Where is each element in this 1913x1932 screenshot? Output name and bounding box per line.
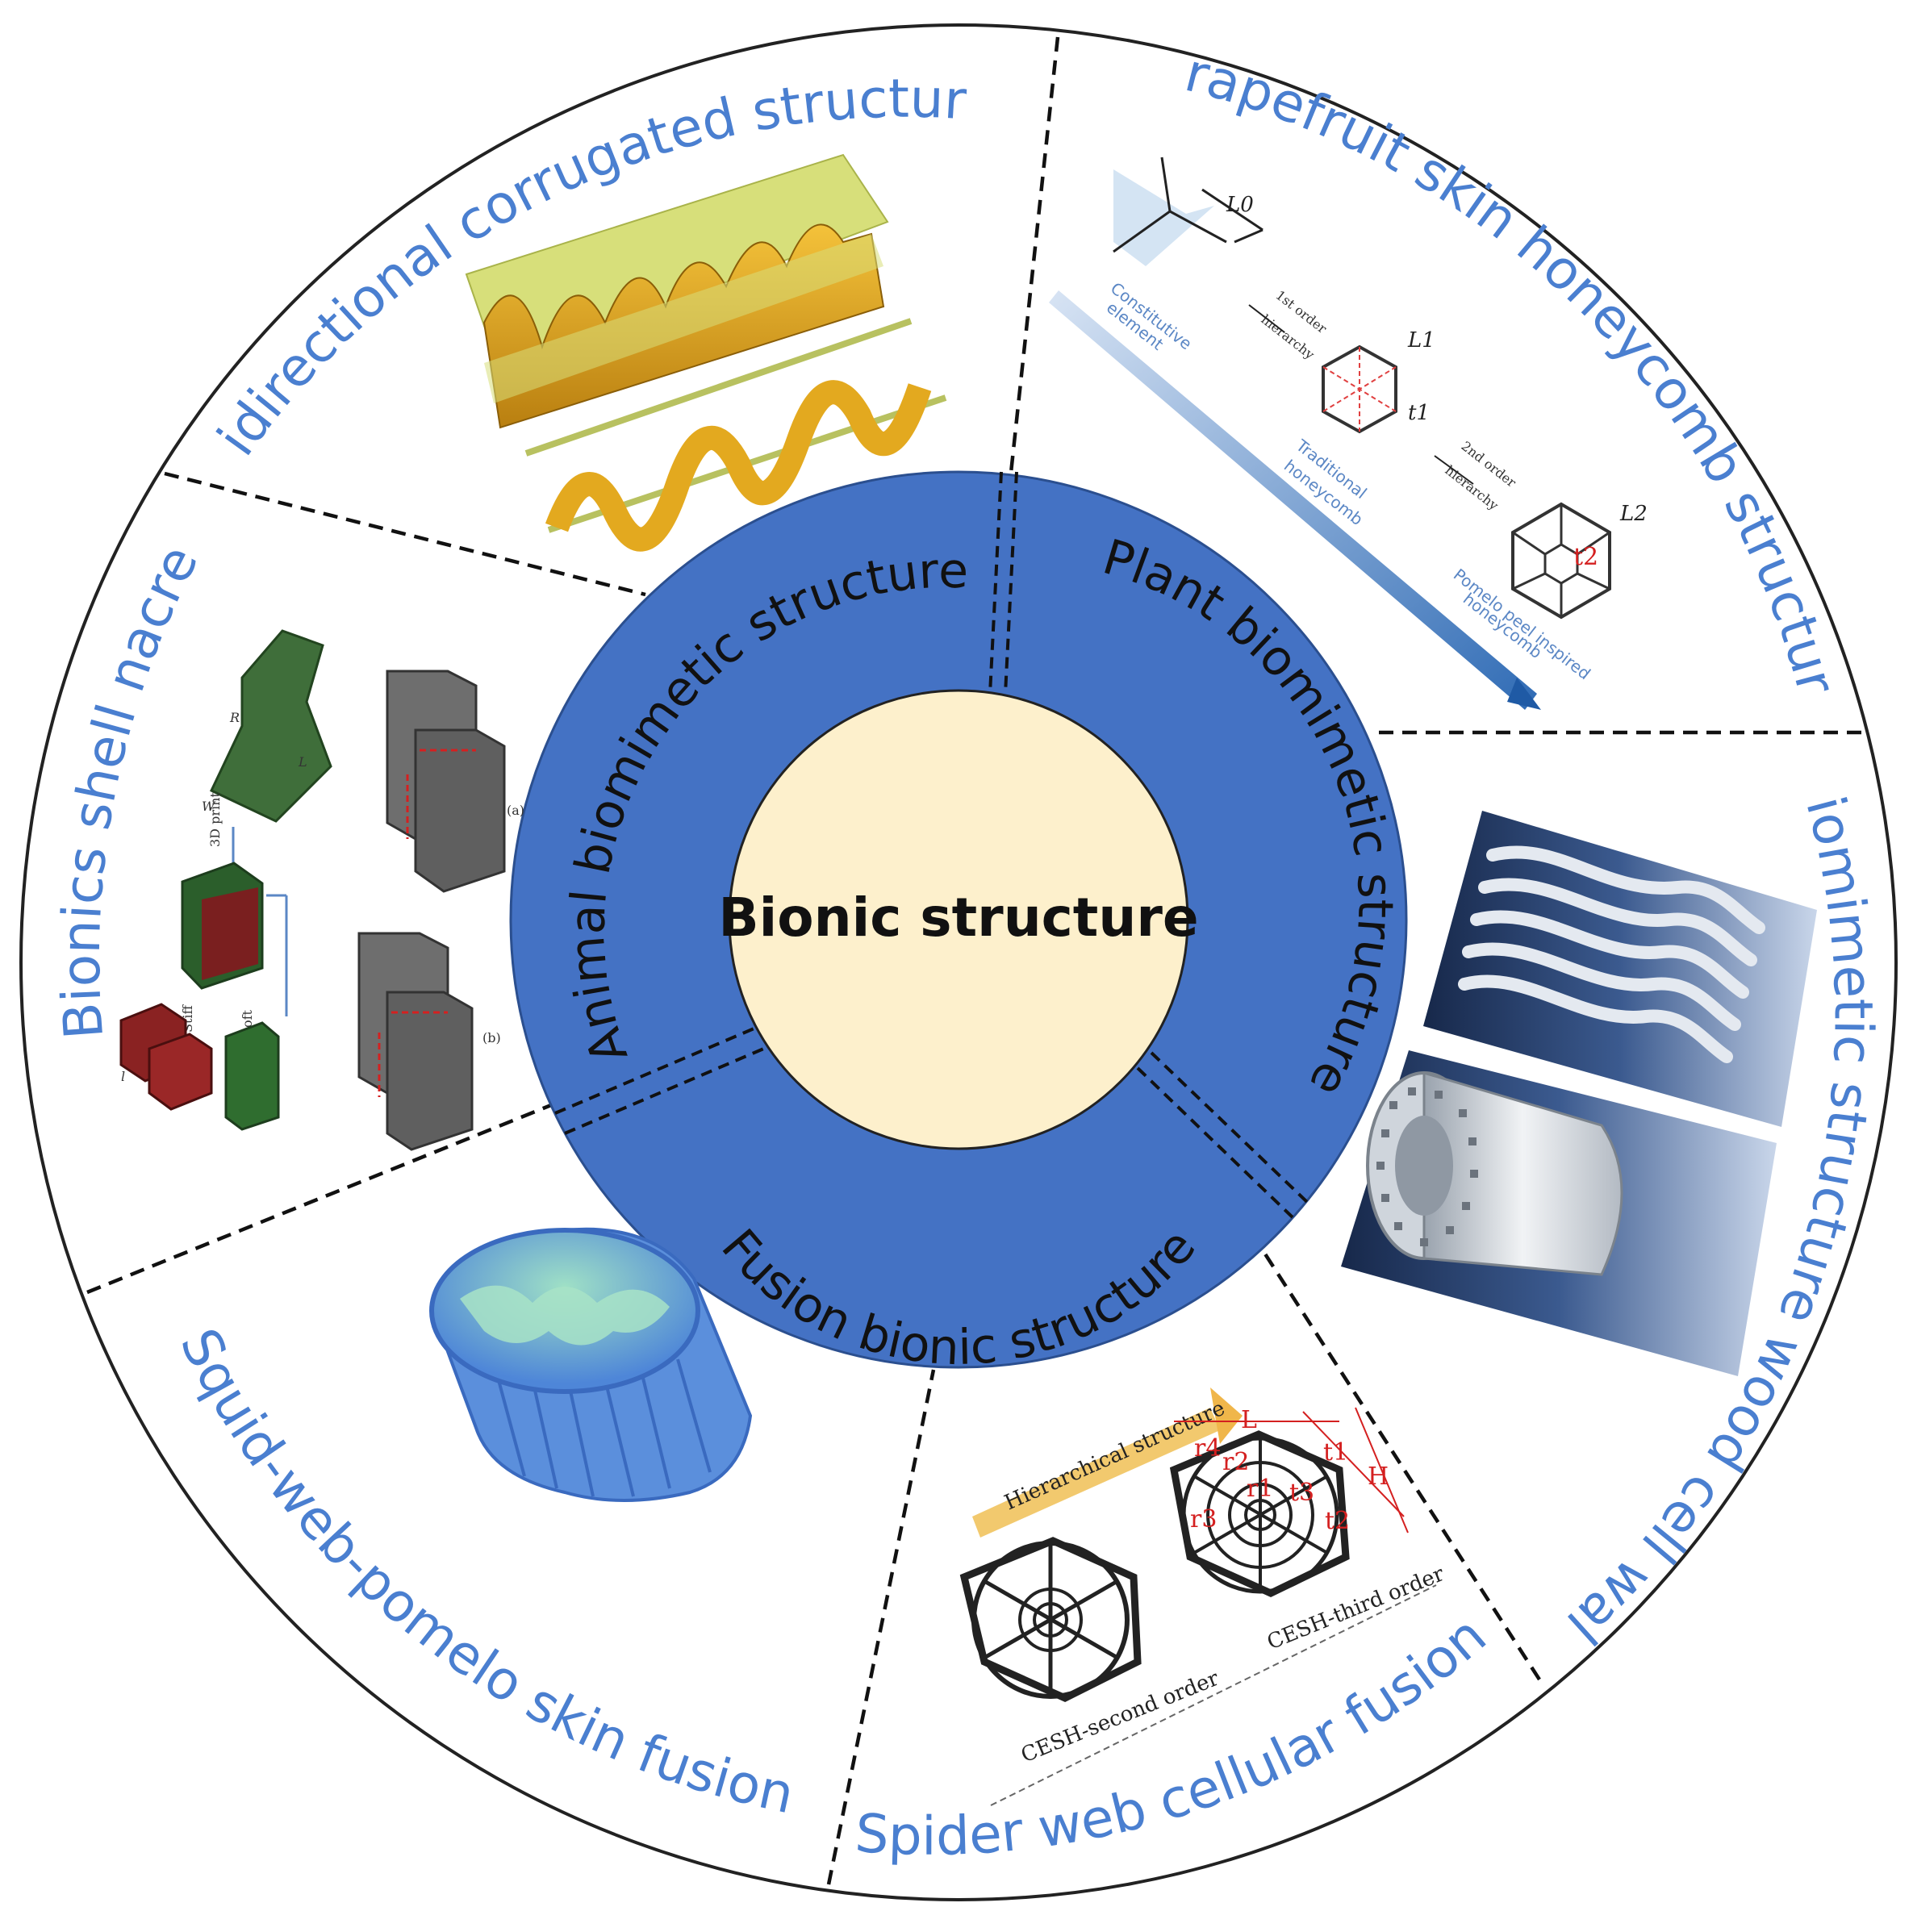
label-r4: r4 — [1194, 1434, 1221, 1463]
hierarchy-arrowhead — [1507, 678, 1541, 710]
label-3d-print: 3D print — [207, 792, 223, 847]
wave-top-rail — [524, 318, 913, 457]
label-L: L — [1241, 1406, 1257, 1434]
green-block — [224, 1021, 280, 1131]
ring-divider-left-b — [564, 1041, 778, 1135]
label-L2: L2 — [1619, 502, 1648, 526]
wood-illustration — [1341, 811, 1817, 1376]
corrugated-illustration — [465, 153, 947, 552]
divider-lower-left — [86, 1084, 598, 1295]
nacre-cube-front — [202, 887, 258, 980]
nacre-illustration: R L W 3D print Stiff Soft l (a) (b) — [119, 629, 524, 1151]
hierarchy-banner — [972, 1408, 1220, 1538]
label-L0: L0 — [1226, 193, 1254, 217]
cylinder-bore — [1395, 1116, 1453, 1216]
outer-dividers — [86, 36, 1864, 1885]
cesh-second-order — [959, 1537, 1142, 1702]
label-r1: r1 — [1247, 1475, 1273, 1503]
label-b: (b) — [482, 1030, 501, 1045]
squid-illustration — [429, 1227, 753, 1502]
label-t1: t1 — [1408, 401, 1430, 425]
wood-fibers — [1458, 845, 1765, 1063]
label-r2: r2 — [1222, 1448, 1249, 1476]
nacre-specimen — [210, 629, 332, 823]
center-label: Bionic structure — [718, 887, 1198, 949]
hierarchy-arrow — [1049, 290, 1537, 710]
label-W: W — [202, 799, 216, 814]
gray-prism-b — [357, 932, 474, 1151]
cesh-third-order — [1169, 1430, 1350, 1597]
ring-divider-left-a — [554, 1021, 768, 1115]
wave-profile — [545, 380, 932, 552]
red-block-b — [148, 1033, 213, 1111]
label-t1: t1 — [1323, 1438, 1348, 1467]
second-order-arrow — [1434, 455, 1474, 485]
center-circle — [728, 689, 1189, 1150]
label-r3: r3 — [1190, 1505, 1217, 1533]
label-t2: t2 — [1325, 1507, 1350, 1535]
ring-dividers — [554, 471, 1309, 1219]
label-t3: t3 — [1289, 1479, 1314, 1507]
label-R: R — [229, 710, 240, 725]
squid-pattern — [460, 1285, 670, 1346]
divider-upper-left — [164, 471, 646, 597]
label-t2: t2 — [1573, 543, 1598, 571]
cylinder-holes — [1376, 1087, 1478, 1246]
label-a: (a) — [507, 803, 524, 818]
third-order-dimensions — [1174, 1407, 1409, 1533]
label-L1: L1 — [1407, 328, 1435, 353]
gray-prism-a — [386, 670, 506, 893]
label-L: L — [298, 754, 307, 770]
corrugated-bottom-plate — [484, 234, 883, 403]
cylinder-body — [1422, 1070, 1623, 1276]
first-order-arrow — [1248, 304, 1285, 333]
label-H: H — [1368, 1463, 1389, 1491]
label-l: l — [121, 1069, 125, 1084]
squid-tubes — [495, 1358, 712, 1497]
divider-top — [1009, 36, 1060, 474]
constitutive-element — [1113, 169, 1214, 266]
hierarchy-banner-head — [1210, 1387, 1243, 1444]
spider-baseline — [990, 1584, 1437, 1806]
divider-lower-right — [1225, 1192, 1541, 1681]
divider-bottom — [826, 1369, 936, 1885]
